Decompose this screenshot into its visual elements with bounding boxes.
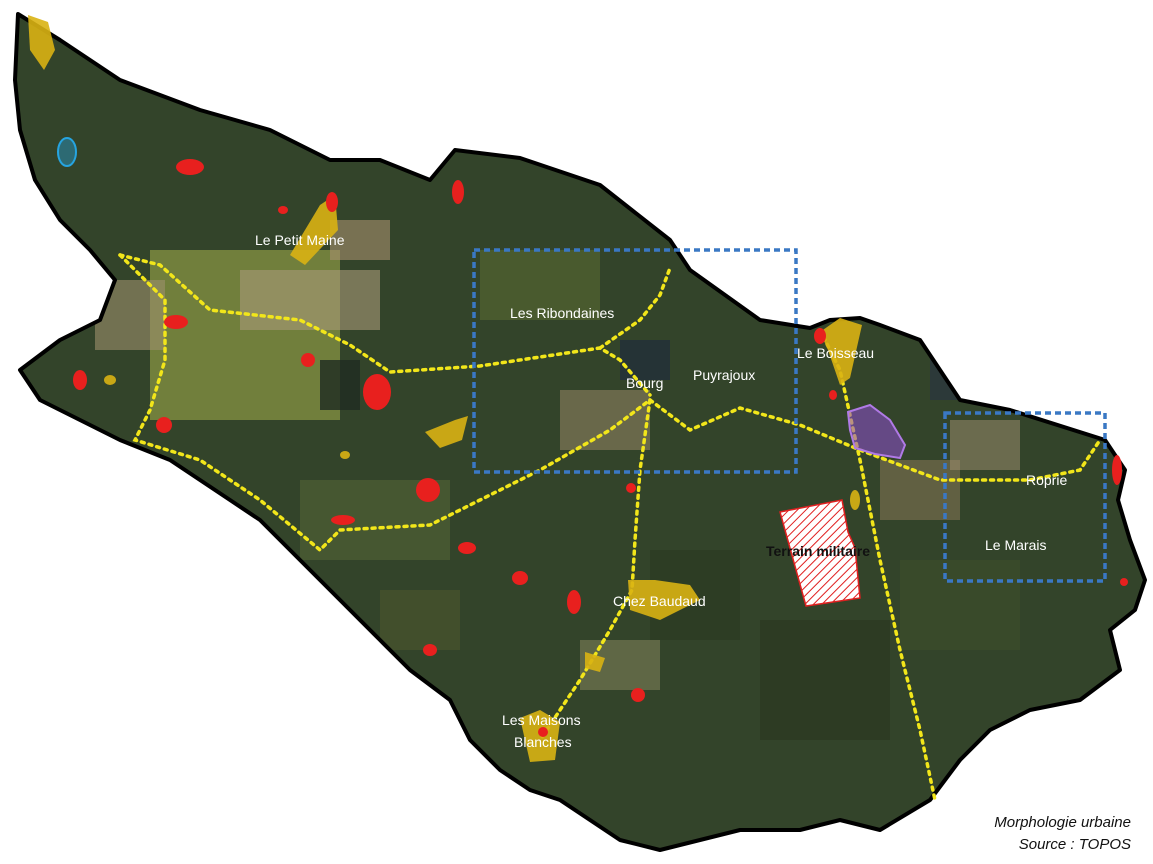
caption-source: Source : TOPOS (1018, 836, 1131, 853)
route-north (598, 266, 672, 350)
label-bourg: Bourg (626, 375, 663, 391)
zone-bourg (472, 248, 798, 474)
label-les-ribondaines: Les Ribondaines (510, 305, 614, 321)
label-le-petit-maine: Le Petit Maine (255, 232, 345, 248)
map-caption: Morphologie urbaine Source : TOPOS (994, 812, 1131, 856)
military-terrain (779, 499, 861, 607)
label-le-marais: Le Marais (985, 537, 1046, 553)
caption-title: Morphologie urbaine (994, 814, 1131, 831)
village-zones (472, 248, 1107, 583)
activity-zone (846, 403, 907, 460)
zone-roprie (943, 411, 1107, 583)
label-le-boisseau: Le Boisseau (797, 345, 874, 361)
label-puyrajoux: Puyrajoux (693, 367, 755, 383)
yellow-hamlets (28, 15, 862, 762)
label-chez-baudaud: Chez Baudaud (613, 593, 706, 609)
label-terrain-militaire: Terrain militaire (766, 543, 870, 559)
route-west-south (118, 253, 652, 553)
red-hamlets (73, 159, 1128, 737)
label-les-maisons: Les Maisons (502, 712, 581, 728)
water-feature (57, 137, 77, 167)
route-west-loop (118, 253, 652, 397)
label-blanches: Blanches (514, 734, 572, 750)
commune-boundary (13, 12, 1147, 852)
label-roprie: Roprie (1026, 472, 1067, 488)
